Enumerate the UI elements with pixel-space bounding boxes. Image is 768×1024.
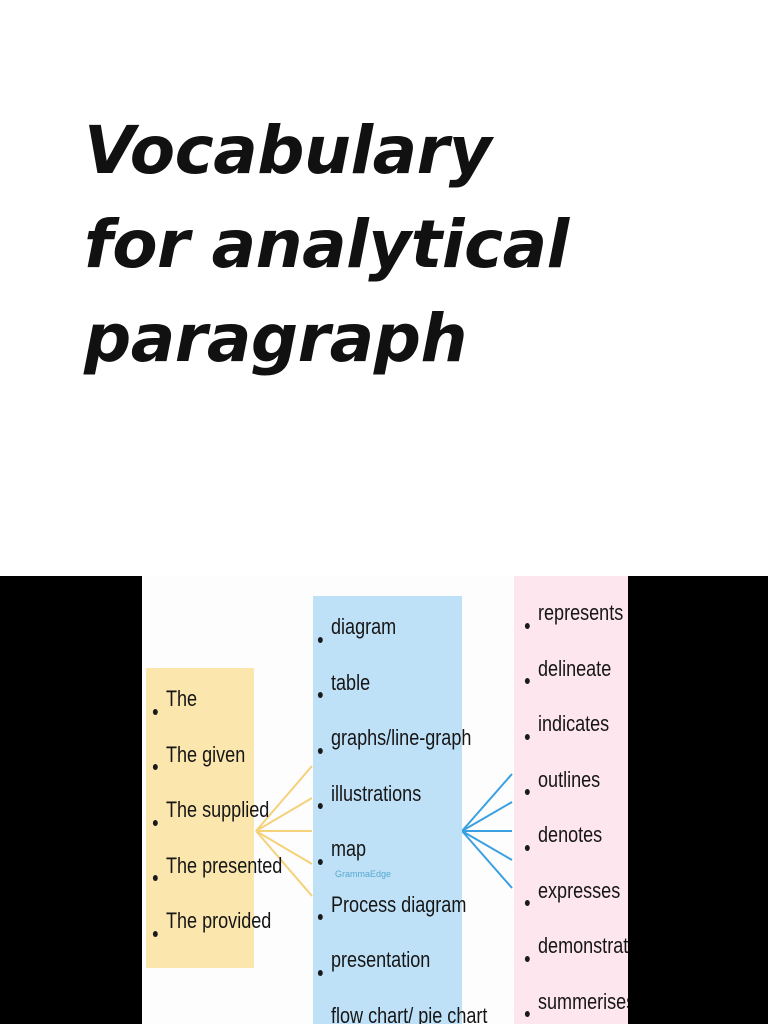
connector-lines [255, 765, 513, 897]
verb-item: demonstrates [524, 931, 628, 987]
noun-item: presentation [317, 945, 438, 1001]
watermark-logo: GrammaEdge [335, 869, 392, 879]
left-connector-fan [255, 765, 313, 897]
determiner-item: The supplied [152, 795, 269, 851]
determiner-item: The given [152, 740, 245, 796]
determiner-item: The presented [152, 851, 282, 907]
noun-item: Process diagram [317, 890, 466, 946]
verb-item: outlines [524, 765, 612, 821]
determiner-box: The The given The supplied The presented… [146, 668, 282, 968]
title-line-1: Vocabulary [84, 112, 492, 189]
determiner-item: The provided [152, 906, 271, 962]
noun-box: diagram table graphs/line-graph illustra… [313, 596, 487, 1024]
vocabulary-figure: The The given The supplied The presented… [0, 576, 768, 1024]
verb-item: delineate [524, 654, 612, 710]
noun-item: illustrations [317, 779, 438, 835]
figure-panel: The The given The supplied The presented… [142, 576, 628, 1024]
noun-item: graphs/line-graph [317, 723, 471, 779]
determiner-item: The [152, 684, 238, 740]
verb-box: represents delineate indicates outlines … [514, 576, 628, 1024]
title-line-2: for analytical [84, 206, 569, 283]
verb-item: indicates [524, 709, 612, 765]
verb-item: expresses [524, 876, 620, 932]
right-connector-fan [461, 773, 513, 889]
title-line-3: paragraph [84, 300, 467, 377]
page-title: Vocabulary for analytical paragraph [84, 104, 684, 386]
noun-item: diagram [317, 612, 438, 668]
verb-item: summerises [524, 987, 628, 1024]
noun-item: table [317, 668, 438, 724]
noun-item: map [317, 834, 438, 890]
verb-item: denotes [524, 820, 612, 876]
verb-item: represents [524, 598, 623, 654]
noun-item: flow chart/ pie chart [331, 1001, 487, 1024]
